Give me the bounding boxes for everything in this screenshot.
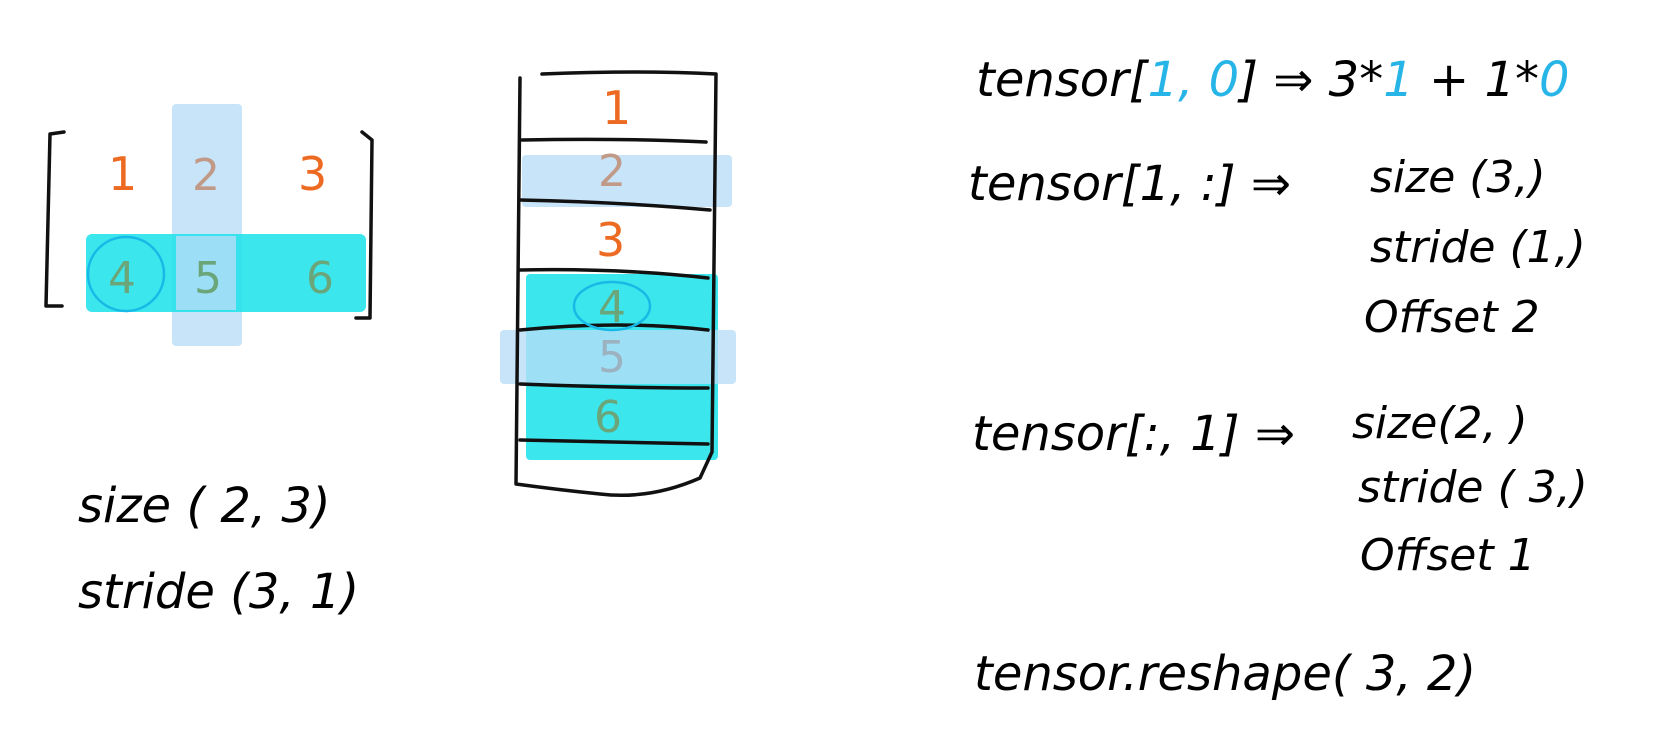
memory-cell-4-circle xyxy=(572,280,652,332)
memory-cell-3: 3 xyxy=(596,213,625,267)
memory-storage-diagram: 1 2 3 4 5 6 xyxy=(500,70,736,498)
right-bracket xyxy=(354,130,374,320)
example-column-slice: tensor[:, 1] ⇒ xyxy=(972,406,1295,462)
matrix-cell-6: 6 xyxy=(306,253,334,304)
memory-divider xyxy=(518,198,712,212)
memory-divider xyxy=(520,137,708,144)
memory-frame xyxy=(514,70,718,498)
example-row-slice: tensor[1, :] ⇒ xyxy=(968,156,1291,212)
memory-divider xyxy=(518,323,710,332)
example1-plus: + 1* xyxy=(1414,52,1539,108)
memory-cell-5: 5 xyxy=(598,332,626,383)
example1-prefix: tensor[ xyxy=(976,52,1150,108)
example1-index-row: 1 xyxy=(1148,52,1179,108)
memory-cell-2-highlight xyxy=(522,155,732,207)
memory-divider xyxy=(518,267,710,280)
memory-cell-5-highlight xyxy=(500,330,736,384)
example-column-slice-size: size(2, ) xyxy=(1352,398,1528,449)
indexing-examples: tensor[1, 0] ⇒ 3*1 + 1*0 tensor[1, :] ⇒ … xyxy=(968,52,1588,702)
matrix-cell-3: 3 xyxy=(298,147,327,201)
matrix-cell-5: 5 xyxy=(194,253,222,304)
example-row-slice-offset: Offset 2 xyxy=(1364,292,1540,343)
example1-mul-row: 1 xyxy=(1383,52,1414,108)
example1-mul-col: 0 xyxy=(1539,52,1570,108)
example-row-slice-stride: stride (1,) xyxy=(1370,222,1586,273)
left-bracket xyxy=(44,130,66,308)
example1-comma: , xyxy=(1178,52,1209,108)
example1-index-col: 0 xyxy=(1209,52,1240,108)
memory-cell-6: 6 xyxy=(594,392,622,443)
example-reshape: tensor.reshape( 3, 2) xyxy=(974,646,1476,702)
matrix-cell-1: 1 xyxy=(108,147,137,201)
matrix-stride-label: stride (3, 1) xyxy=(78,564,359,620)
example-column-slice-stride: stride ( 3,) xyxy=(1358,462,1588,513)
memory-cell-4: 4 xyxy=(598,282,626,333)
memory-cell-2: 2 xyxy=(598,146,626,197)
matrix-cell-2: 2 xyxy=(192,150,220,201)
memory-divider xyxy=(518,382,710,390)
example1-mid: ] ⇒ 3* xyxy=(1237,52,1383,108)
memory-cell-1: 1 xyxy=(602,81,631,135)
memory-divider xyxy=(518,438,710,446)
example-row-slice-size: size (3,) xyxy=(1370,152,1546,203)
matrix-cell-4: 4 xyxy=(108,253,136,304)
matrix-cell-4-circle xyxy=(86,235,166,313)
matrix-diagram: 1 2 3 4 5 6 size ( 2, 3) stride (3, 1) xyxy=(44,104,374,620)
example-index-formula: tensor[1, 0] ⇒ 3*1 + 1*0 xyxy=(976,52,1570,108)
matrix-size-label: size ( 2, 3) xyxy=(78,478,331,534)
example-column-slice-offset: Offset 1 xyxy=(1360,530,1536,581)
column-highlight-overlap xyxy=(176,236,236,310)
